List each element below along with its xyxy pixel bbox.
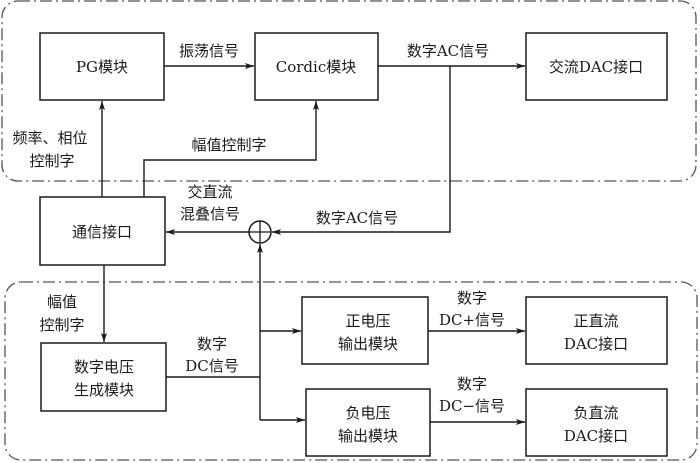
top-region-border: [1, 0, 697, 182]
pos-dc-dac-label-2: DAC接口: [564, 335, 628, 353]
comm-interface-label: 通信接口: [72, 223, 132, 241]
cordic-module-block: Cordic模块: [254, 32, 379, 101]
summing-junction-icon: [248, 220, 272, 244]
dc-minus-label-1: 数字: [457, 375, 487, 393]
digital-voltage-gen-block: 数字电压 生成模块: [40, 342, 167, 412]
digital-ac-signal-label: 数字AC信号: [407, 42, 489, 60]
ac-dac-interface-block: 交流DAC接口: [525, 32, 668, 101]
pos-voltage-output-block: 正电压 输出模块: [301, 296, 429, 365]
neg-voltage-output-label-2: 输出模块: [338, 427, 398, 445]
pos-voltage-output-label-2: 输出模块: [338, 335, 398, 353]
neg-voltage-output-label-1: 负电压: [345, 404, 390, 422]
dc-plus-label-2: DC+信号: [439, 311, 505, 329]
dc-plus-label-1: 数字: [457, 289, 487, 307]
mixed-signal-label-2: 混叠信号: [180, 205, 240, 223]
cordic-module-label: Cordic模块: [276, 58, 356, 76]
ac-dac-interface-label: 交流DAC接口: [549, 58, 643, 76]
comm-interface-block: 通信接口: [39, 196, 166, 266]
pos-dc-dac-interface-block: 正直流 DAC接口: [525, 296, 668, 365]
pos-voltage-output-label-1: 正电压: [345, 312, 390, 330]
amp-ctrl-top-arrow: [143, 101, 319, 197]
neg-dc-dac-interface-block: 负直流 DAC接口: [525, 388, 668, 457]
pg-module-label: PG模块: [76, 58, 128, 76]
bottom-region-border: [4, 281, 698, 461]
amp-ctrl-bottom-label-2: 控制字: [39, 316, 84, 334]
digital-voltage-gen-label-2: 生成模块: [74, 381, 134, 399]
freq-phase-ctrl-label-1: 频率、相位: [12, 129, 87, 147]
neg-dc-dac-label-1: 负直流: [573, 404, 618, 422]
pos-dc-dac-label-1: 正直流: [573, 312, 618, 330]
dc-minus-label-2: DC−信号: [439, 397, 505, 415]
amp-ctrl-top-label: 幅值控制字: [191, 136, 266, 154]
freq-phase-ctrl-label-2: 控制字: [29, 152, 74, 170]
digital-ac-feedback-label: 数字AC信号: [316, 209, 398, 227]
neg-dc-dac-label-2: DAC接口: [564, 427, 628, 445]
oscillation-signal-label: 振荡信号: [179, 42, 239, 60]
amp-ctrl-bottom-label-1: 幅值: [47, 293, 77, 311]
digital-voltage-gen-label-1: 数字电压: [74, 358, 134, 376]
mixed-signal-label-1: 交直流: [187, 183, 232, 201]
digital-dc-label-2: DC信号: [185, 357, 239, 375]
pg-module-block: PG模块: [39, 32, 165, 101]
digital-ac-feedback-arrow: [272, 66, 451, 235]
digital-dc-label-1: 数字: [197, 335, 227, 353]
neg-voltage-output-block: 负电压 输出模块: [305, 388, 431, 457]
